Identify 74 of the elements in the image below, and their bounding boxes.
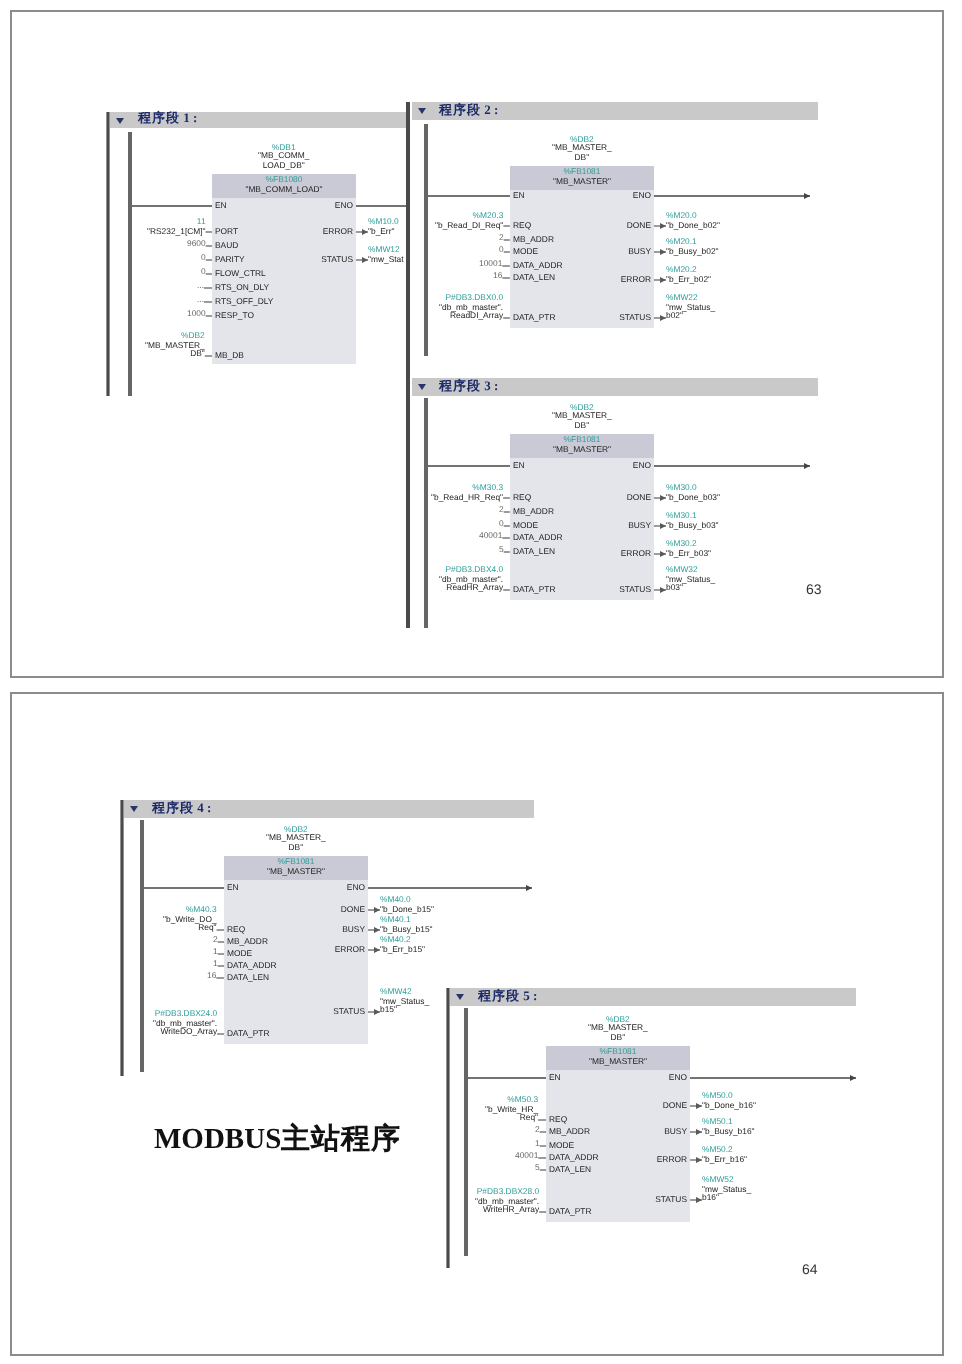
wire bbox=[203, 301, 213, 303]
wire bbox=[205, 315, 213, 317]
wire bbox=[502, 497, 511, 499]
arrow bbox=[367, 927, 381, 933]
function-block bbox=[224, 856, 368, 1044]
wire bbox=[204, 231, 213, 233]
segment-header-bar bbox=[411, 378, 817, 396]
slide-frame bbox=[10, 692, 944, 1356]
slide-title: MODBUS主站程序 bbox=[154, 1122, 402, 1158]
rung-line bbox=[653, 463, 811, 469]
arrow bbox=[653, 523, 667, 529]
arrow bbox=[653, 587, 667, 593]
wire bbox=[217, 953, 225, 955]
network-border-line bbox=[406, 102, 410, 628]
rung-line bbox=[689, 1075, 857, 1081]
wire bbox=[537, 1157, 547, 1159]
wire bbox=[503, 525, 511, 527]
wire bbox=[502, 225, 511, 227]
arrow bbox=[367, 1009, 381, 1015]
wire bbox=[537, 1119, 547, 1121]
wire bbox=[217, 965, 225, 967]
slide-frame bbox=[10, 10, 944, 678]
wire bbox=[501, 537, 511, 539]
wire bbox=[205, 245, 213, 247]
rung-line bbox=[142, 887, 225, 889]
arrow bbox=[355, 257, 369, 263]
arrow bbox=[689, 1197, 703, 1203]
rung-line bbox=[355, 205, 408, 207]
wire bbox=[503, 551, 511, 553]
wire bbox=[539, 1169, 547, 1171]
arrow bbox=[689, 1157, 703, 1163]
rung-line bbox=[466, 1077, 547, 1079]
arrow bbox=[653, 277, 667, 283]
rung-line bbox=[367, 885, 533, 891]
arrow bbox=[689, 1129, 703, 1135]
wire bbox=[539, 1131, 547, 1133]
wire bbox=[502, 589, 511, 591]
wire bbox=[216, 1033, 225, 1035]
function-block bbox=[212, 174, 356, 364]
wire bbox=[501, 265, 511, 267]
arrow bbox=[653, 223, 667, 229]
wire bbox=[205, 273, 213, 275]
arrow bbox=[653, 551, 667, 557]
wire bbox=[503, 511, 511, 513]
wire bbox=[503, 251, 511, 253]
rung-line bbox=[426, 465, 511, 467]
rung-line bbox=[426, 195, 511, 197]
wire bbox=[538, 1211, 547, 1213]
rung-line bbox=[653, 193, 811, 199]
arrow bbox=[367, 907, 381, 913]
wire bbox=[203, 287, 213, 289]
arrow bbox=[653, 315, 667, 321]
segment-header-bar bbox=[124, 800, 534, 818]
wire bbox=[217, 941, 225, 943]
arrow bbox=[689, 1103, 703, 1109]
wire bbox=[204, 355, 213, 357]
arrow bbox=[653, 495, 667, 501]
arrow bbox=[355, 229, 369, 235]
wire bbox=[501, 277, 511, 279]
wire bbox=[503, 239, 511, 241]
segment-header-bar bbox=[411, 102, 817, 120]
function-block bbox=[510, 166, 654, 328]
wire bbox=[502, 317, 511, 319]
segment-header-bar bbox=[450, 988, 856, 1006]
function-block bbox=[546, 1046, 690, 1222]
wire bbox=[205, 259, 213, 261]
function-block bbox=[510, 434, 654, 600]
rung-line bbox=[130, 205, 213, 207]
arrow bbox=[653, 249, 667, 255]
segment-header-bar bbox=[110, 112, 408, 128]
wire bbox=[539, 1145, 547, 1147]
wire bbox=[215, 977, 225, 979]
wire bbox=[215, 929, 225, 931]
arrow bbox=[367, 947, 381, 953]
